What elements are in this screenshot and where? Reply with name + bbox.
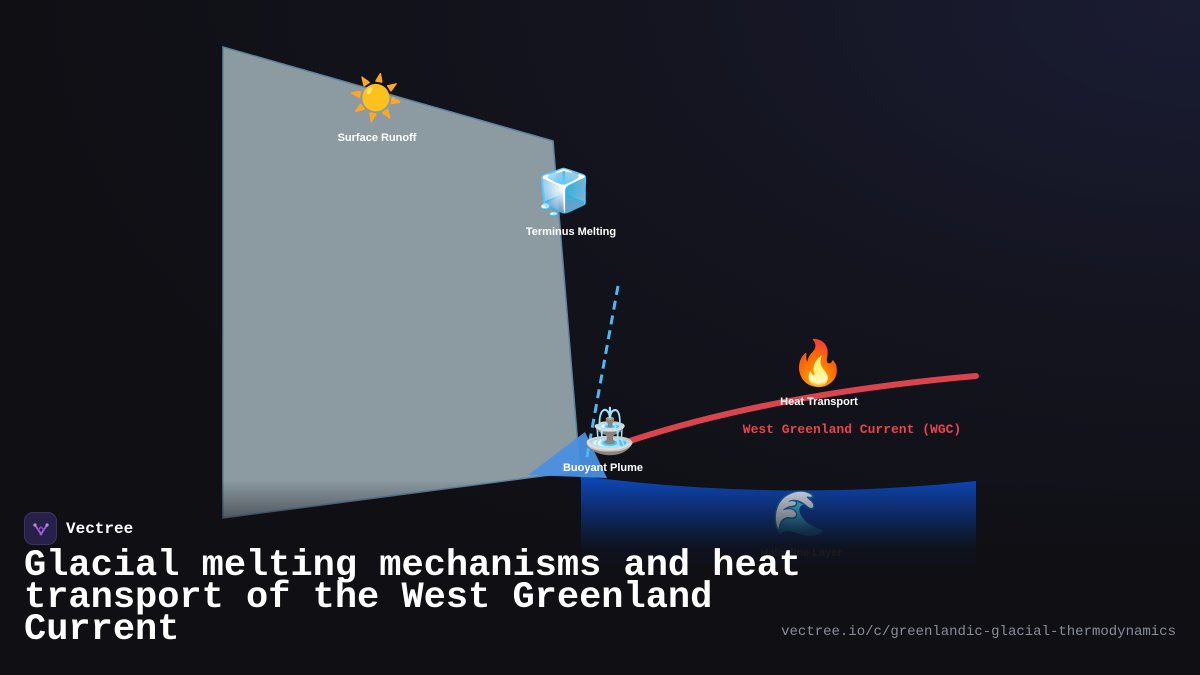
- fire-icon: 🔥: [791, 338, 846, 389]
- ice-cube-icon: 🧊: [537, 167, 592, 218]
- wgc-current-line: [609, 373, 979, 450]
- node-buoyant-plume: ⛲ Buoyant Plume: [563, 406, 643, 474]
- source-url: vectree.io/c/greenlandic-glacial-thermod…: [781, 624, 1176, 640]
- vectree-logo-icon: [24, 512, 57, 545]
- sun-icon: ☀️: [349, 71, 404, 124]
- plume-wedge: [528, 432, 607, 478]
- surface-runoff-label: Surface Runoff: [338, 132, 417, 144]
- brand-name: Vectree: [66, 519, 134, 538]
- wgc-label: West Greenland Current (WGC): [743, 422, 961, 437]
- node-heat-transport: 🔥 Heat Transport: [780, 338, 858, 408]
- buoyant-plume-label: Buoyant Plume: [563, 462, 643, 474]
- fountain-icon: ⛲: [583, 406, 638, 457]
- heat-transport-label: Heat Transport: [780, 396, 858, 408]
- brand: Vectree: [24, 512, 133, 545]
- node-surface-runoff: ☀️ Surface Runoff: [338, 71, 417, 144]
- node-terminus-melting: 🧊 Terminus Melting: [526, 167, 616, 238]
- page-title: Glacial melting mechanisms and heat tran…: [24, 545, 802, 651]
- wave-icon: 🌊: [772, 488, 827, 539]
- terminus-melting-label: Terminus Melting: [526, 226, 616, 238]
